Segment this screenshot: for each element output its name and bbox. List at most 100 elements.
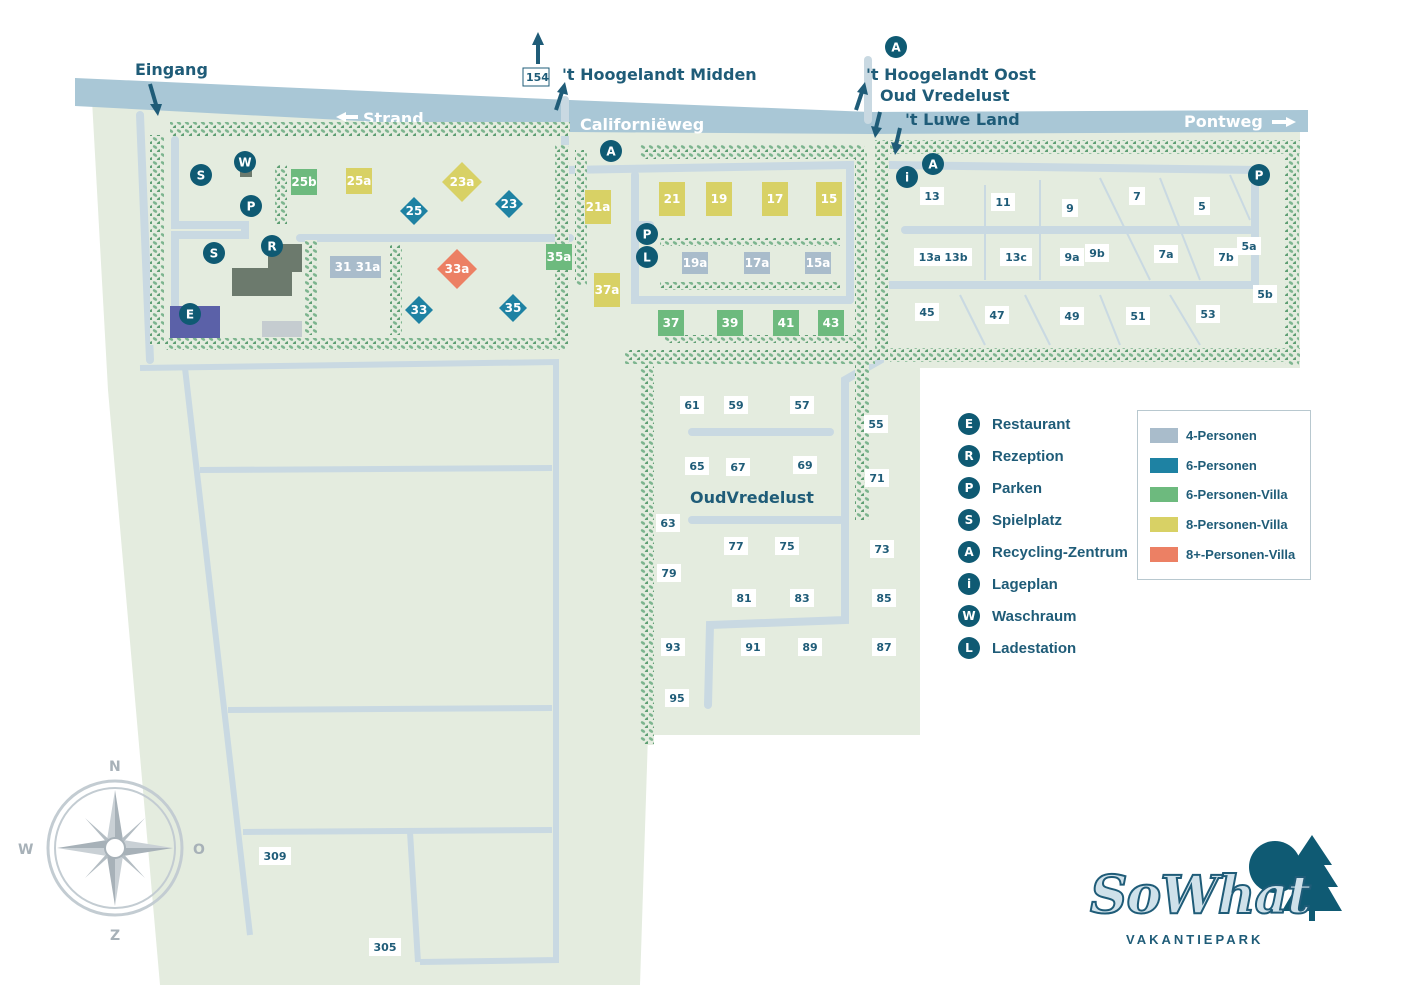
plot-91: 91 bbox=[741, 638, 765, 656]
plot-45: 45 bbox=[915, 303, 939, 321]
recycling-icon: A bbox=[600, 140, 622, 162]
plot-label: 79 bbox=[661, 567, 676, 580]
plot-81: 81 bbox=[732, 589, 756, 607]
arrow-up-icon bbox=[532, 32, 544, 45]
plot-label: 57 bbox=[794, 399, 809, 412]
road-label-main: Californiëweg bbox=[580, 115, 704, 134]
plot-marker bbox=[864, 415, 888, 433]
charging-icon: L bbox=[636, 246, 658, 268]
plot-61: 61 bbox=[680, 396, 704, 414]
type-label: 8-Personen-Villa bbox=[1186, 517, 1288, 533]
unit-label: 17a bbox=[745, 256, 770, 270]
unit-25: 25 bbox=[400, 197, 428, 225]
brand-subtitle: VAKANTIEPARK bbox=[1126, 932, 1264, 947]
plot-7b: 7b bbox=[1214, 248, 1238, 266]
place-labels: Eingang 't Hoogelandt Midden 154 't Hoog… bbox=[135, 32, 1036, 507]
restaurant-icon: E bbox=[179, 303, 201, 325]
plot-marker bbox=[1214, 248, 1238, 266]
unit-label: 19a bbox=[683, 256, 708, 270]
swatch bbox=[1150, 487, 1178, 503]
plot-label: 91 bbox=[745, 641, 760, 654]
plot-marker bbox=[915, 303, 939, 321]
plot-marker bbox=[775, 537, 799, 555]
plot-11: 11 bbox=[991, 193, 1015, 211]
hedges bbox=[150, 122, 1300, 745]
plot-label: 9 bbox=[1066, 202, 1074, 215]
plot-label: 47 bbox=[989, 309, 1004, 322]
entrance-arrow-icon bbox=[150, 104, 162, 116]
type-row: 6-Personen bbox=[1150, 451, 1310, 481]
plot-13c: 13c bbox=[1000, 248, 1032, 266]
plot-73: 73 bbox=[870, 540, 894, 558]
plot-marker bbox=[724, 537, 748, 555]
plot-marker bbox=[1194, 197, 1210, 215]
unit-label: 21 bbox=[664, 192, 681, 206]
label-oud-vredelust-top: Oud Vredelust bbox=[880, 86, 1010, 105]
moon-tree-icon bbox=[1249, 835, 1342, 921]
playground-icon: S bbox=[958, 509, 980, 531]
plot-63: 63 bbox=[656, 514, 680, 532]
plot-label: 5 bbox=[1198, 200, 1206, 213]
plot-label: 95 bbox=[669, 692, 684, 705]
unit-label: 41 bbox=[778, 316, 795, 330]
plot-marker bbox=[657, 564, 681, 582]
plot-label: 81 bbox=[736, 592, 751, 605]
plot-9: 9 bbox=[1062, 199, 1078, 217]
unit-shape bbox=[818, 310, 844, 336]
unit-shape bbox=[773, 310, 799, 336]
unit-label: 15 bbox=[821, 192, 838, 206]
plot-marker bbox=[793, 456, 817, 474]
unit-label: 35a bbox=[547, 250, 572, 264]
plot-marker bbox=[985, 306, 1009, 324]
info-icon: i bbox=[958, 573, 980, 595]
plot-5: 5 bbox=[1194, 197, 1210, 215]
charging-icon: L bbox=[958, 637, 980, 659]
plot-83: 83 bbox=[790, 589, 814, 607]
unit-shape bbox=[546, 244, 572, 270]
label-oud-vredelust-area: OudVredelust bbox=[690, 488, 814, 507]
label-entrance: Eingang bbox=[135, 60, 208, 79]
swatch bbox=[1150, 517, 1178, 533]
plot-marker bbox=[872, 638, 896, 656]
unit-15a: 15a bbox=[805, 252, 831, 274]
unit-17: 17 bbox=[762, 182, 788, 216]
parking-icon: P bbox=[240, 195, 262, 217]
unit-shape bbox=[499, 294, 527, 322]
arrow-down-icon bbox=[871, 126, 882, 138]
unit-label: 15a bbox=[806, 256, 831, 270]
plot-marker bbox=[920, 187, 944, 205]
plot-marker bbox=[665, 689, 689, 707]
plot-label: 87 bbox=[876, 641, 891, 654]
marker-letter: P bbox=[1255, 169, 1264, 183]
info-icon: i bbox=[896, 166, 918, 188]
marker-letter: i bbox=[905, 171, 909, 185]
brand-logo: SoWhat VAKANTIEPARK bbox=[1089, 835, 1350, 955]
unit-label: 39 bbox=[722, 316, 739, 330]
plot-95: 95 bbox=[665, 689, 689, 707]
parking-icon: P bbox=[636, 223, 658, 245]
plot-marker bbox=[790, 589, 814, 607]
road-label-pontweg: Pontweg bbox=[1184, 112, 1263, 131]
field-paths bbox=[139, 358, 559, 965]
unit-shape bbox=[659, 182, 685, 216]
plot-marker bbox=[661, 638, 685, 656]
plot-label: 61 bbox=[684, 399, 699, 412]
arrow-left-icon bbox=[336, 112, 358, 122]
plot-label: 13 bbox=[924, 190, 939, 203]
building-wash bbox=[240, 169, 252, 177]
unit-label: 31a bbox=[356, 260, 381, 274]
label-luwe-land: 't Luwe Land bbox=[905, 110, 1020, 129]
marker-letter: S bbox=[210, 247, 219, 261]
unit-19a: 19a bbox=[682, 252, 708, 274]
unit-shape bbox=[585, 190, 611, 224]
plot-55: 55 bbox=[864, 415, 888, 433]
plot-marker bbox=[685, 457, 709, 475]
exit-sign bbox=[522, 67, 550, 87]
plot-93: 93 bbox=[661, 638, 685, 656]
plot-marker bbox=[732, 589, 756, 607]
plot-label: 49 bbox=[1064, 310, 1079, 323]
